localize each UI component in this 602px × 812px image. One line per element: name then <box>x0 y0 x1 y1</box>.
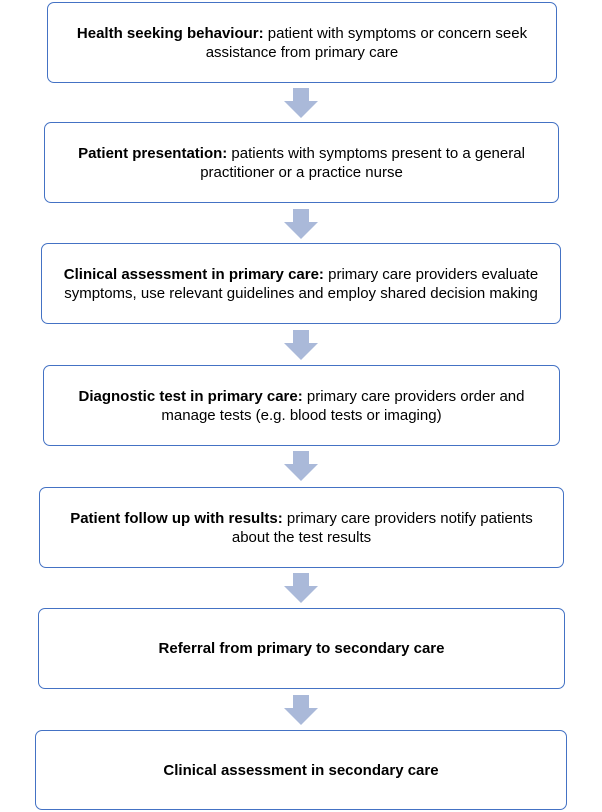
step-title: Patient follow up with results: <box>70 509 283 527</box>
down-arrow-icon <box>284 695 318 725</box>
step-description: primary care providers evaluate symptoms… <box>64 265 539 302</box>
step-box-diagnostic-test: Diagnostic test in primary care: primary… <box>43 365 560 446</box>
down-arrow-icon <box>284 573 318 603</box>
step-text: Health seeking behaviour: patient with s… <box>58 24 546 62</box>
step-text: Patient presentation: patients with symp… <box>55 144 548 182</box>
down-arrow-icon <box>284 330 318 360</box>
step-title: Health seeking behaviour: <box>76 24 264 42</box>
step-text: Clinical assessment in primary care: pri… <box>52 265 550 303</box>
step-title: Clinical assessment in primary care: <box>63 265 324 283</box>
step-text: Patient follow up with results: primary … <box>50 509 553 547</box>
down-arrow-icon <box>284 451 318 481</box>
step-text: Diagnostic test in primary care: primary… <box>54 387 549 425</box>
step-box-patient-follow-up: Patient follow up with results: primary … <box>39 487 564 568</box>
step-box-clinical-assessment-secondary: Clinical assessment in secondary care <box>35 730 567 810</box>
step-box-health-seeking: Health seeking behaviour: patient with s… <box>47 2 557 83</box>
step-description: primary care providers order and manage … <box>161 387 525 424</box>
step-description: patient with symptoms or concern seek as… <box>205 24 528 61</box>
step-text: Referral from primary to secondary care <box>159 639 445 658</box>
step-box-patient-presentation: Patient presentation: patients with symp… <box>44 122 559 203</box>
step-description: patients with symptoms present to a gene… <box>200 144 525 181</box>
step-description: primary care providers notify patients a… <box>231 509 533 546</box>
down-arrow-icon <box>284 88 318 118</box>
step-text: Clinical assessment in secondary care <box>163 761 438 780</box>
step-box-referral: Referral from primary to secondary care <box>38 608 565 689</box>
step-title: Patient presentation: <box>78 144 228 162</box>
step-title: Diagnostic test in primary care: <box>78 387 303 405</box>
step-title: Clinical assessment in secondary care <box>163 761 439 779</box>
down-arrow-icon <box>284 209 318 239</box>
step-box-clinical-assessment-primary: Clinical assessment in primary care: pri… <box>41 243 561 324</box>
step-title: Referral from primary to secondary care <box>158 640 445 657</box>
